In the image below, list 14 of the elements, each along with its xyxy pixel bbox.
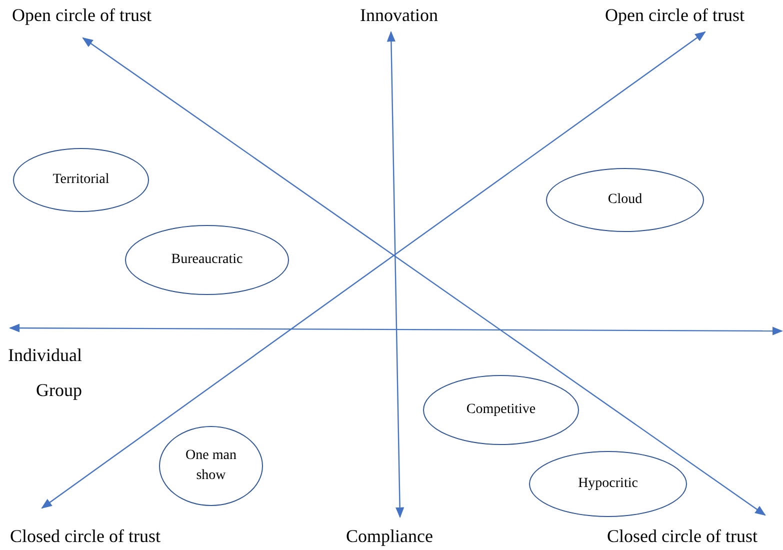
axis-label: Compliance bbox=[346, 526, 433, 547]
node-label: One man show bbox=[184, 446, 238, 485]
node-label: Territorial bbox=[52, 170, 110, 189]
axis-label: Individual bbox=[8, 345, 82, 366]
axis-label: Closed circle of trust bbox=[10, 526, 160, 547]
axis-label: Open circle of trust bbox=[605, 5, 744, 26]
axis-label: Open circle of trust bbox=[12, 5, 152, 26]
axis-label: Innovation bbox=[360, 5, 438, 26]
node-label: Bureaucratic bbox=[171, 250, 243, 269]
node-label: Competitive bbox=[466, 400, 536, 419]
node-label: Cloud bbox=[608, 190, 642, 209]
axis-label: Closed circle of trust bbox=[607, 526, 758, 547]
axis-label: Group bbox=[36, 380, 82, 401]
node-label: Hypocritic bbox=[578, 474, 638, 493]
